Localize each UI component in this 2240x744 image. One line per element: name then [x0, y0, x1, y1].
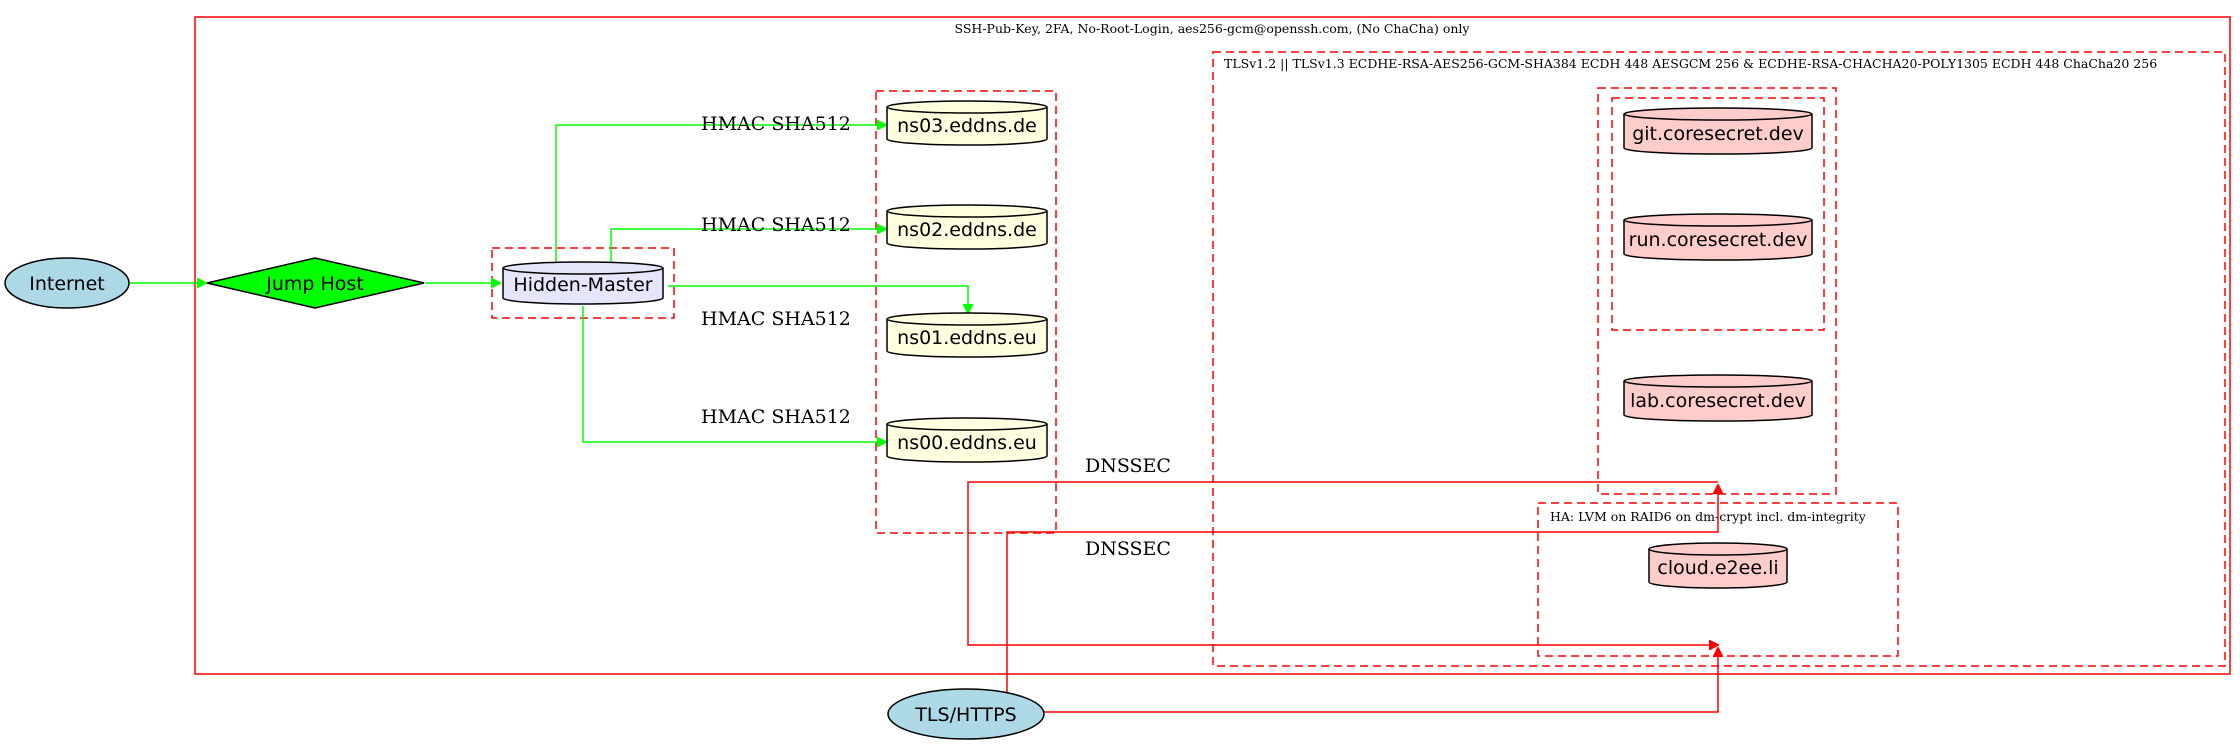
ha-cluster-label: HA: LVM on RAID6 on dm-crypt incl. dm-in…: [1550, 509, 1867, 524]
lab-label: lab.coresecret.dev: [1630, 390, 1806, 412]
dns-node-ns03[interactable]: ns03.eddns.de: [886, 100, 1048, 146]
cloud-label: cloud.e2ee.li: [1657, 557, 1778, 579]
dns-node-ns00[interactable]: ns00.eddns.eu: [886, 417, 1048, 463]
edge-hiddenmaster-ns02: [610, 229, 886, 264]
dnssec-label-2: DNSSEC: [1085, 538, 1171, 560]
outer-cluster-label: SSH-Pub-Key, 2FA, No-Root-Login, aes256-…: [955, 21, 1471, 36]
services-inner-cluster: [1611, 97, 1825, 331]
hmac-label-ns01: HMAC SHA512: [701, 308, 851, 330]
ns01-label: ns01.eddns.eu: [897, 327, 1037, 349]
git-label: git.coresecret.dev: [1632, 123, 1804, 145]
run-label: run.coresecret.dev: [1629, 229, 1808, 251]
ns02-label: ns02.eddns.de: [897, 219, 1037, 241]
services-cluster: [1597, 87, 1837, 495]
dns-node-ns02[interactable]: ns02.eddns.de: [886, 204, 1048, 250]
hidden-master-label: Hidden-Master: [513, 274, 652, 296]
hmac-label-ns03: HMAC SHA512: [701, 113, 851, 135]
edge-hiddenmaster-ns03: [555, 125, 886, 264]
tls-https-node[interactable]: TLS/HTTPS: [887, 688, 1045, 740]
edge-tls-cloud: [1044, 648, 1718, 713]
outer-cluster: [194, 16, 2231, 675]
ns00-label: ns00.eddns.eu: [897, 432, 1037, 454]
service-node-cloud[interactable]: cloud.e2ee.li: [1648, 542, 1788, 589]
edge-tls-dnssec-upper: [1006, 485, 1718, 696]
service-node-git[interactable]: git.coresecret.dev: [1623, 107, 1813, 155]
internet-node[interactable]: Internet: [4, 257, 130, 309]
dnssec-label-1: DNSSEC: [1085, 455, 1171, 477]
tls-https-label: TLS/HTTPS: [914, 704, 1016, 726]
jump-host-node[interactable]: Jump Host: [206, 257, 425, 309]
dns-node-ns01[interactable]: ns01.eddns.eu: [886, 312, 1048, 358]
edge-hiddenmaster-ns00: [582, 306, 886, 442]
edge-hiddenmaster-ns01: [668, 285, 968, 313]
edge-dnssec-cloud-upper: [967, 481, 1718, 645]
service-node-run[interactable]: run.coresecret.dev: [1623, 213, 1813, 261]
hmac-label-ns00: HMAC SHA512: [701, 406, 851, 428]
hmac-label-ns02: HMAC SHA512: [701, 214, 851, 236]
service-node-lab[interactable]: lab.coresecret.dev: [1623, 374, 1813, 422]
ns03-label: ns03.eddns.de: [897, 115, 1037, 137]
dns-cluster: [875, 90, 1057, 534]
internet-label: Internet: [29, 273, 104, 295]
tls-cluster: [1212, 51, 2226, 667]
jump-host-label: Jump Host: [265, 273, 364, 295]
tls-cluster-label: TLSv1.2 || TLSv1.3 ECDHE-RSA-AES256-GCM-…: [1224, 56, 2157, 71]
hidden-master-node[interactable]: Hidden-Master: [502, 261, 664, 305]
